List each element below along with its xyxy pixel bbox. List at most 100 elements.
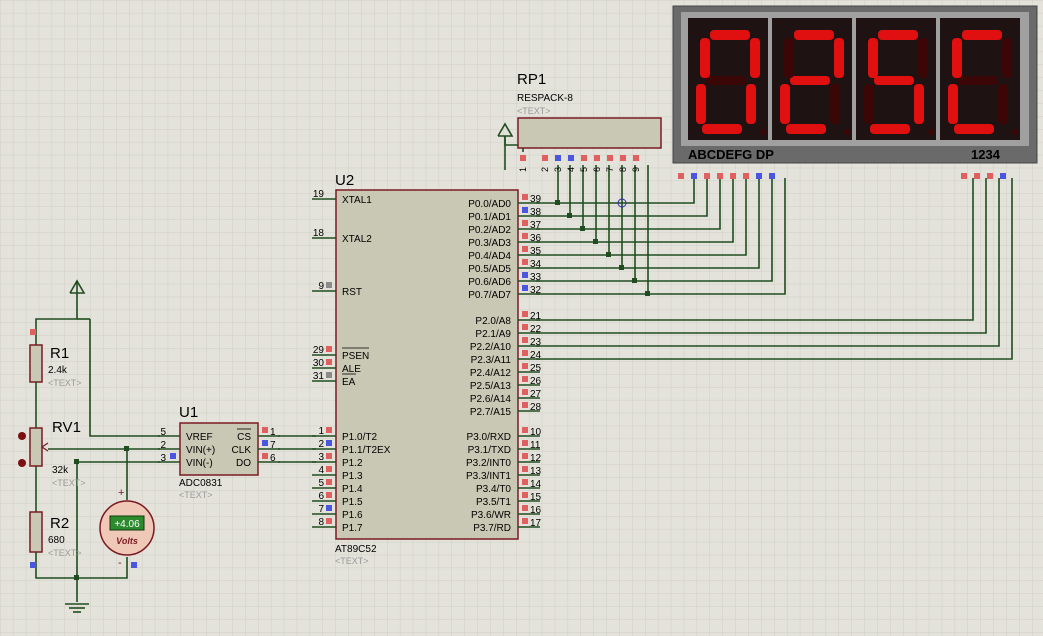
pin-number: 30 bbox=[313, 358, 325, 369]
rp1-pin-3[interactable] bbox=[555, 155, 561, 161]
pin-name: P2.5/A13 bbox=[470, 381, 512, 392]
u2-pin-6[interactable]: 6P1.5 bbox=[312, 491, 363, 508]
u1-pin-6[interactable]: 6DO bbox=[236, 453, 280, 469]
u2-pin-4[interactable]: 4P1.3 bbox=[312, 465, 363, 482]
rv1-increase-button[interactable] bbox=[18, 432, 26, 440]
rp1-pin-7[interactable] bbox=[607, 155, 613, 161]
pin-number: 32 bbox=[530, 285, 542, 296]
display-segment-pin[interactable] bbox=[717, 173, 723, 179]
u2-pin-8[interactable]: 8P1.7 bbox=[312, 517, 363, 534]
u2-right-pins[interactable]: 39P0.0/AD038P0.1/AD137P0.2/AD236P0.3/AD3… bbox=[466, 194, 542, 534]
rp1-pin-4[interactable] bbox=[568, 155, 574, 161]
ground-terminal[interactable] bbox=[65, 603, 89, 613]
display-segment-pin[interactable] bbox=[769, 173, 775, 179]
display-digit-pin[interactable] bbox=[974, 173, 980, 179]
rp1-power-terminal[interactable] bbox=[497, 122, 514, 137]
u2-pin-5[interactable]: 5P1.4 bbox=[312, 478, 363, 495]
r1-resistor[interactable]: R1 2.4k <TEXT> bbox=[29, 329, 82, 392]
rp1-pin-5[interactable] bbox=[581, 155, 587, 161]
segment-g bbox=[874, 76, 914, 85]
pin-name: P0.4/AD4 bbox=[468, 251, 511, 262]
voltmeter[interactable]: +4.06 Volts + - bbox=[99, 487, 155, 569]
seven-segment-display[interactable]: ABCDEFG DP 1234 bbox=[672, 5, 1038, 179]
u1-pin-1[interactable]: 1CS bbox=[237, 427, 280, 443]
display-segment-pin[interactable] bbox=[730, 173, 736, 179]
segment-dp bbox=[1012, 129, 1018, 135]
display-segment-pin[interactable] bbox=[743, 173, 749, 179]
display-segment-pin[interactable] bbox=[678, 173, 684, 179]
u2-pin-2[interactable]: 2P1.1/T2EX bbox=[312, 439, 391, 456]
display-digit-pin[interactable] bbox=[1000, 173, 1006, 179]
rv1-potentiometer[interactable]: RV1 32k <TEXT> bbox=[18, 416, 86, 488]
segment-e bbox=[864, 84, 874, 124]
u2-microcontroller[interactable]: U2 AT89C52 <TEXT> 19XTAL118XTAL29RST29PS… bbox=[312, 172, 542, 566]
display-segment-pin[interactable] bbox=[704, 173, 710, 179]
pin-name: XTAL1 bbox=[342, 195, 372, 206]
pin-number: 28 bbox=[530, 402, 542, 413]
pin-name: P1.5 bbox=[342, 497, 363, 508]
r2-resistor[interactable]: R2 680 <TEXT> bbox=[29, 500, 82, 568]
pin-name: P3.0/RXD bbox=[467, 432, 511, 443]
rp1-pin-8[interactable] bbox=[620, 155, 626, 161]
rp1-pin-6[interactable] bbox=[594, 155, 600, 161]
pin-number: 2 bbox=[160, 440, 166, 451]
rp1-pin-2[interactable] bbox=[542, 155, 548, 161]
u2-pin-7[interactable]: 7P1.6 bbox=[312, 504, 363, 521]
u2-pin-1[interactable]: 1P1.0/T2 bbox=[312, 426, 377, 443]
rv1-ref: RV1 bbox=[52, 419, 81, 436]
display-pins[interactable] bbox=[678, 173, 1006, 179]
pin-number: 21 bbox=[530, 311, 542, 322]
display-segment-pin[interactable] bbox=[691, 173, 697, 179]
rp1-pin-1[interactable] bbox=[520, 155, 526, 161]
power-terminal[interactable] bbox=[69, 279, 86, 294]
rv1-decrease-button[interactable] bbox=[18, 459, 26, 467]
display-digit-pin[interactable] bbox=[987, 173, 993, 179]
junctions bbox=[74, 200, 650, 580]
display-digit-pin[interactable] bbox=[961, 173, 967, 179]
u2-pin-3[interactable]: 3P1.2 bbox=[312, 452, 363, 469]
display-segment-pin[interactable] bbox=[756, 173, 762, 179]
rp1-pin-9[interactable] bbox=[633, 155, 639, 161]
pin-name: P2.6/A14 bbox=[470, 394, 512, 405]
